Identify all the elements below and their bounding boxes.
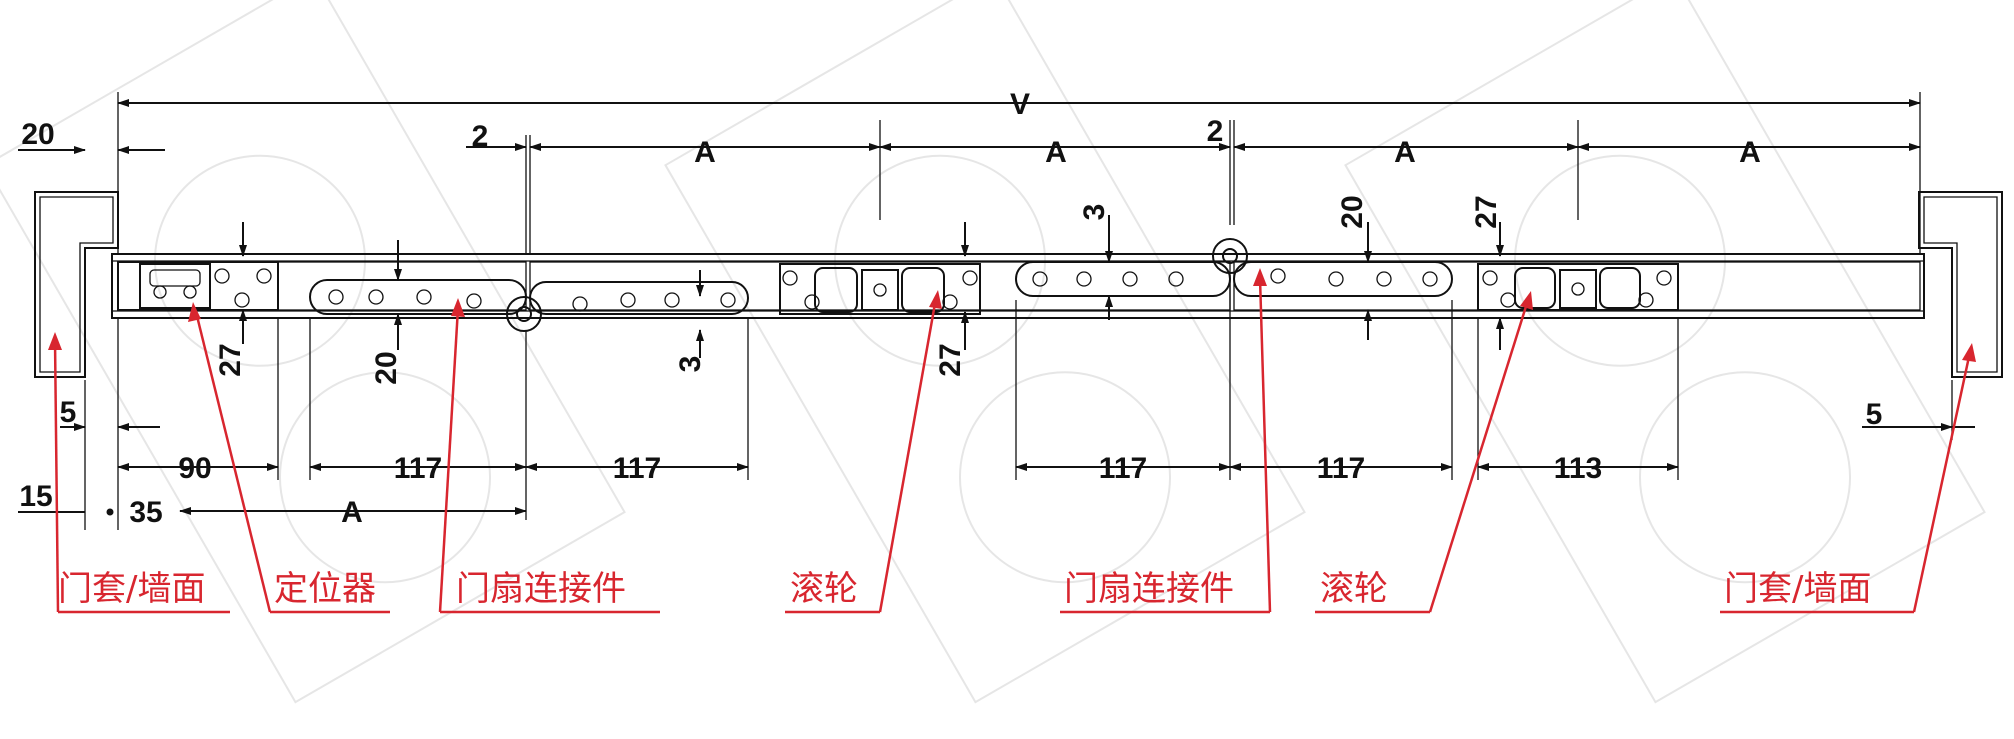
reference-dot (106, 508, 114, 516)
dim-width-113: 113 (1554, 452, 1602, 485)
roller-left (779, 263, 981, 315)
positioner (117, 261, 279, 311)
dim-edge-15: 15 (19, 480, 52, 513)
dim-h3-b: 3 (1078, 204, 1111, 221)
left-frame-wall (34, 191, 119, 378)
label-connector-left: 门扇连接件 (456, 569, 626, 609)
label-positioner: 定位器 (274, 569, 376, 609)
label-roller-right: 滚轮 (1320, 569, 1388, 609)
dim-a2: A (1045, 136, 1067, 169)
dim-h20-a: 20 (370, 351, 403, 384)
dimension-lines (18, 99, 1975, 515)
dim-frame-left: 20 (21, 118, 54, 151)
dim-a-bottom: A (341, 496, 363, 529)
dim-edge-5-right: 5 (1866, 398, 1883, 431)
connector-left (309, 279, 749, 332)
dim-a4: A (1739, 136, 1761, 169)
label-connector-right: 门扇连接件 (1064, 569, 1234, 609)
dim-gap-center: 2 (1207, 115, 1224, 148)
dim-h27-a: 27 (214, 343, 247, 376)
dim-gap-left: 2 (472, 120, 489, 153)
label-frame-right: 门套/墙面 (1724, 569, 1871, 609)
dim-a1: A (694, 136, 716, 169)
dim-h3-a: 3 (674, 356, 707, 373)
callout-labels: 门套/墙面 定位器 门扇连接件 滚轮 门扇连接件 滚轮 门套/墙面 (58, 569, 1871, 609)
dim-width-90: 90 (178, 452, 211, 485)
dim-h27-b: 27 (934, 343, 967, 376)
label-frame-left: 门套/墙面 (58, 569, 205, 609)
dim-h20-b: 20 (1336, 195, 1369, 228)
dim-edge-5-left: 5 (60, 396, 77, 429)
right-frame-wall (1918, 191, 2003, 378)
dim-width-117-c: 117 (1099, 452, 1147, 485)
extension-lines (84, 92, 1953, 530)
connector-right (1015, 238, 1453, 297)
dim-overall: V (1010, 88, 1030, 121)
dim-width-117-a: 117 (394, 452, 442, 485)
roller-right (1477, 263, 1679, 311)
dim-offset-35: 35 (129, 496, 162, 529)
dimension-labels: V 2 2 A A A A A 20 15 5 5 35 90 117 117 … (19, 88, 1882, 529)
dim-width-117-b: 117 (613, 452, 661, 485)
dim-h27-c: 27 (1470, 195, 1503, 228)
callout-leaders (48, 268, 1976, 614)
label-roller-left: 滚轮 (790, 569, 858, 609)
dim-width-117-d: 117 (1317, 452, 1365, 485)
dim-a3: A (1394, 136, 1416, 169)
